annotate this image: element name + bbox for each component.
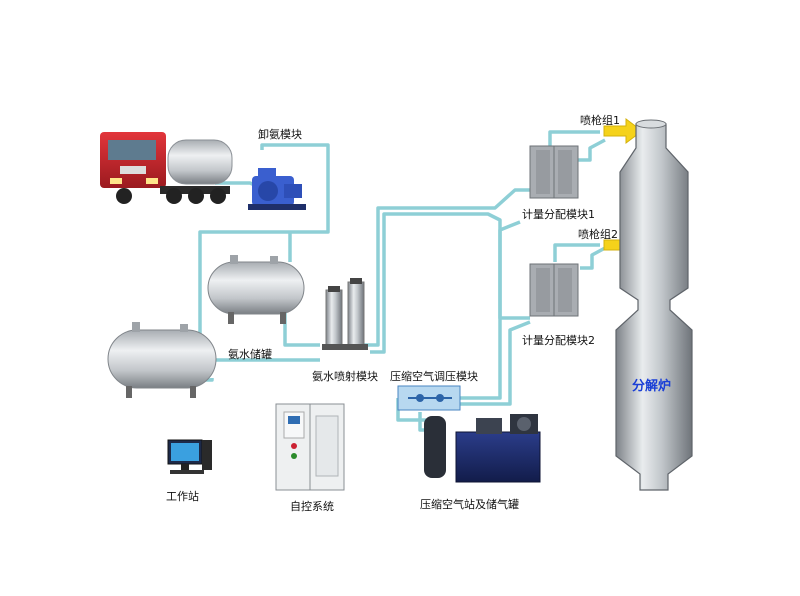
label-spray-group-1: 喷枪组1 bbox=[580, 114, 620, 127]
pipe-meter2-up bbox=[553, 243, 600, 262]
spray-pumps bbox=[322, 278, 368, 350]
label-control-system: 自控系统 bbox=[290, 500, 334, 513]
spray-arrow-1 bbox=[603, 118, 643, 144]
pipe-air-to-meter2 bbox=[460, 320, 531, 406]
pressure-regulating-module bbox=[397, 385, 461, 411]
unloading-pump bbox=[248, 168, 306, 210]
label-ammonia-tank: 氨水储罐 bbox=[228, 348, 272, 361]
pipe-pump-top bbox=[198, 143, 330, 322]
pipes bbox=[130, 130, 606, 432]
ammonia-tank-2 bbox=[107, 322, 217, 398]
tanker-truck bbox=[100, 132, 233, 204]
label-metering-1: 计量分配模块1 bbox=[522, 208, 595, 221]
label-metering-2: 计量分配模块2 bbox=[522, 334, 595, 347]
metering-cabinet-1 bbox=[529, 145, 579, 199]
pipe-meter2-right bbox=[580, 246, 606, 270]
label-compressor-station: 压缩空气站及储气罐 bbox=[420, 498, 519, 511]
label-unload-module: 卸氨模块 bbox=[258, 128, 302, 141]
compressor-station bbox=[424, 414, 541, 483]
control-cabinet bbox=[275, 403, 345, 491]
label-spray-module: 氨水喷射模块 bbox=[312, 370, 378, 383]
decomposer-furnace bbox=[615, 119, 693, 491]
label-spray-group-2: 喷枪组2 bbox=[578, 228, 618, 241]
pipe-spray-to-meter1 bbox=[360, 188, 530, 347]
workstation-computer bbox=[167, 439, 212, 474]
pipe-air-to-meter1 bbox=[452, 220, 521, 400]
ammonia-tank-1 bbox=[207, 255, 305, 324]
metering-cabinet-2 bbox=[529, 263, 579, 317]
pipe-meter1-right bbox=[578, 138, 606, 162]
label-pressure-module: 压缩空气调压模块 bbox=[390, 370, 478, 383]
pipe-meter1-up bbox=[548, 130, 600, 148]
label-workstation: 工作站 bbox=[166, 490, 199, 503]
label-decomposer: 分解炉 bbox=[632, 379, 672, 394]
pipe-spray-to-meter2 bbox=[370, 212, 530, 354]
